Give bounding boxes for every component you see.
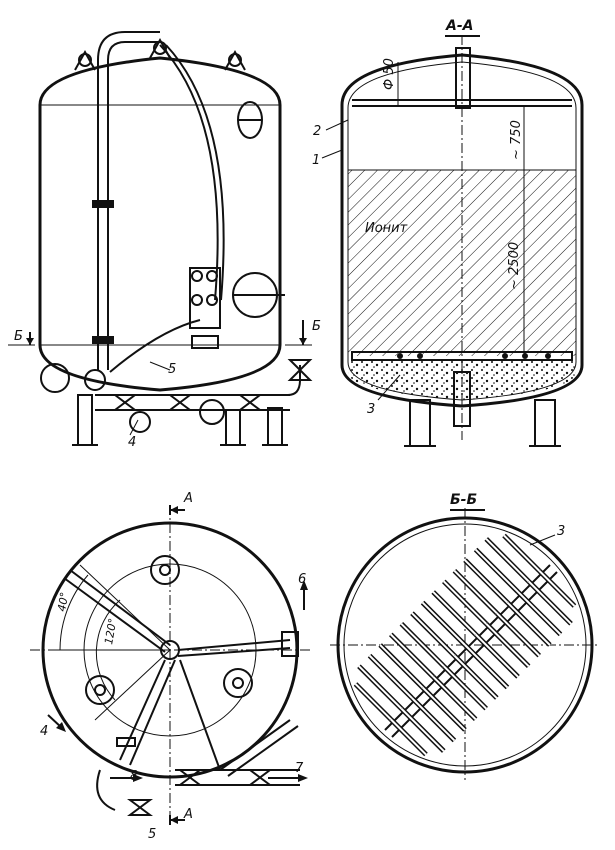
lateral-pipe-bore: [368, 654, 413, 699]
section-b-markers: [8, 320, 312, 346]
lateral-pipe-bore: [390, 718, 427, 756]
lateral-pipe-bore: [527, 580, 572, 625]
lateral-pipe-bore: [443, 665, 487, 710]
drain-hose: [159, 44, 219, 301]
flow-arrows: [47, 580, 308, 782]
callout-4-front: 4: [128, 435, 136, 450]
section-aa-view: А-А Ф 50 ~ 750 ~ 2500 Ионит 2 1 3: [312, 18, 584, 447]
vessel-shell: [38, 56, 282, 392]
callout-6-plan: 6: [298, 572, 306, 587]
lateral-pipe-bore: [464, 559, 509, 604]
valve-cluster: [189, 267, 221, 349]
top-nozzle: [455, 47, 471, 109]
plan-pipes: [63, 569, 300, 816]
bottom-piping: [40, 319, 313, 433]
section-shell: [340, 53, 584, 408]
callout-5-plan: 5: [148, 827, 156, 842]
vertical-pipe: [92, 31, 160, 370]
lateral-pipe-bore: [464, 644, 509, 689]
section-b-left-label: Б: [14, 329, 23, 344]
section-bb-view: Б-Б 3: [330, 492, 600, 780]
angle-120-label: 120°: [102, 617, 119, 645]
lateral-pipe-bore: [432, 591, 477, 636]
section-aa-title: А-А: [445, 18, 473, 34]
dim-750-label: ~ 750: [509, 120, 524, 160]
lateral-pipe-bore: [453, 570, 498, 614]
drainage-laterals: [353, 533, 577, 757]
lateral-pipe-bore: [379, 644, 424, 689]
lateral-pipe-bore: [474, 633, 519, 678]
lateral-pipe-bore: [485, 623, 530, 667]
lateral-pipe-bore: [517, 591, 562, 636]
callout-3-section: 3: [367, 402, 375, 417]
dim-2500-label: ~ 2500: [507, 242, 522, 290]
angle-40-label: 40°: [55, 591, 71, 612]
callout-4-plan: 4: [40, 724, 48, 739]
dia-50-label: Ф 50: [382, 58, 397, 90]
section-a-markers: [169, 505, 185, 825]
callout-7-plan: 7: [295, 761, 304, 776]
lateral-pipe-bore: [453, 654, 498, 699]
section-legs: [404, 399, 561, 447]
lateral-pipe-bore: [411, 697, 456, 742]
lateral-pipe-bore: [432, 676, 477, 720]
section-b-right-label: Б: [312, 319, 321, 334]
front-elevation-view: Б Б 5 4: [8, 31, 321, 450]
lateral-pipe-bore: [400, 707, 445, 752]
lateral-pipe-bore: [443, 580, 487, 625]
section-a-bottom-label: А: [183, 807, 193, 822]
callout-3-bb: 3: [557, 524, 565, 539]
callout-8-plan: 8: [130, 769, 138, 784]
lateral-pipe-bore: [503, 534, 540, 572]
lateral-pipe-bore: [496, 612, 540, 657]
lateral-pipe-bore: [421, 686, 466, 731]
lateral-pipe-bore: [358, 665, 403, 710]
callout-1-section: 1: [312, 153, 320, 168]
lateral-pipe-bore: [354, 683, 392, 720]
resin-label: Ионит: [365, 221, 408, 236]
lateral-pipe-bore: [485, 538, 530, 583]
legs: [72, 394, 288, 446]
section-a-top-label: А: [183, 491, 193, 506]
lateral-pipe-bore: [411, 612, 456, 657]
lateral-pipe-bore: [506, 601, 551, 646]
section-bb-title: Б-Б: [450, 492, 477, 508]
lateral-pipe-bore: [474, 548, 519, 593]
top-plan-view: А А 40° 120° 6 7 4 8 5: [30, 491, 310, 842]
lateral-pipe-bore: [421, 601, 466, 646]
callout-5-front: 5: [168, 362, 176, 377]
lateral-pipe-bore: [538, 570, 576, 607]
callout-2-section: 2: [313, 124, 321, 139]
lateral-pipe-bore: [400, 623, 445, 667]
lateral-pipe-bore: [390, 633, 434, 678]
